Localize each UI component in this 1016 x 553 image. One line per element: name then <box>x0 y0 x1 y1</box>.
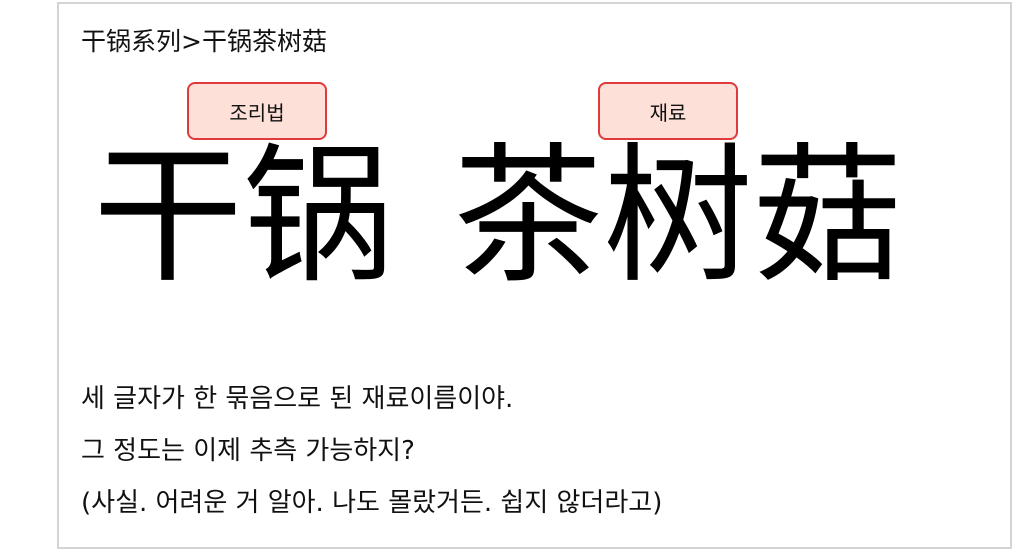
explanation-line-1: 세 글자가 한 묶음으로 된 재료이름이야. <box>81 384 514 414</box>
cooking-method-tag: 조리법 <box>187 82 327 140</box>
cooking-method-tag-label: 조리법 <box>229 100 285 125</box>
slide: 干锅系列>干锅茶树菇 조리법 재료 干锅茶树菇 세 글자가 한 묶음으로 된 재… <box>57 2 1012 549</box>
breadcrumb: 干锅系列>干锅茶树菇 <box>81 27 327 56</box>
dish-name-method-part: 干锅 <box>93 130 394 304</box>
ingredient-tag: 재료 <box>598 82 738 140</box>
ingredient-tag-label: 재료 <box>649 100 687 125</box>
dish-name-title: 干锅茶树菇 <box>93 132 903 302</box>
dish-name-ingredient-part: 茶树菇 <box>453 130 904 304</box>
explanation-line-2: 그 정도는 이제 추측 가능하지? <box>81 436 415 466</box>
explanation-line-3: (사실. 어려운 거 알아. 나도 몰랐거든. 쉽지 않더라고) <box>81 488 663 518</box>
explanation-text: 세 글자가 한 묶음으로 된 재료이름이야. 그 정도는 이제 추측 가능하지?… <box>81 376 662 532</box>
